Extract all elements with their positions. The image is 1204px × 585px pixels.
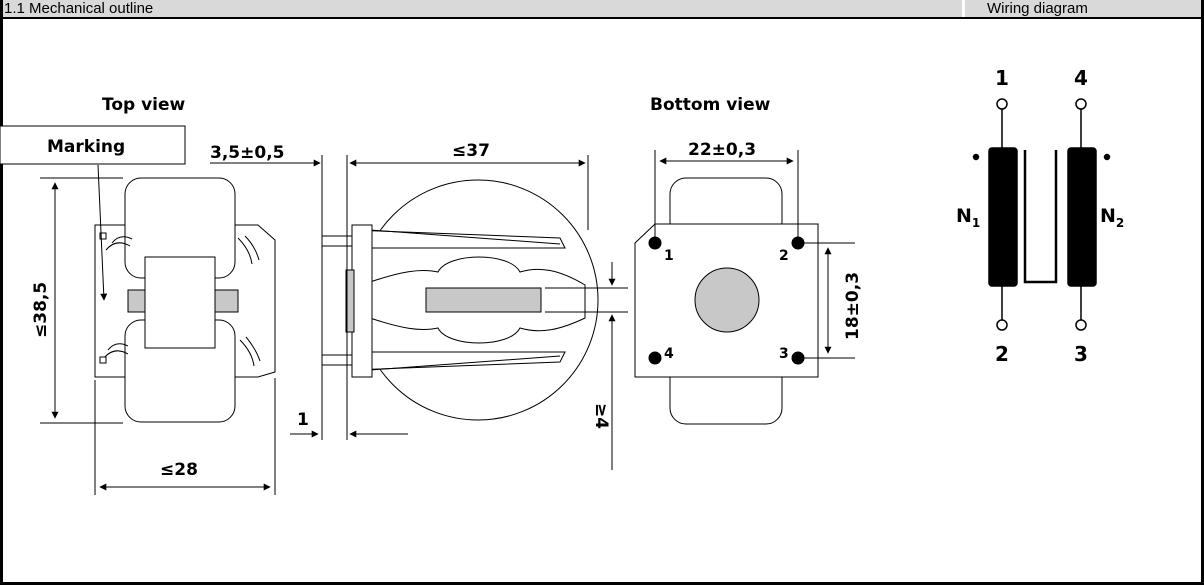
bottom-view-label: Bottom view — [650, 95, 771, 115]
top-view-label: Top view — [102, 95, 186, 115]
wiring-terminal-4 — [1075, 98, 1087, 110]
dim-pin-offset-text: 3,5±0,5 — [210, 143, 284, 163]
dim-max-width — [94, 378, 276, 495]
wiring-pin-2: 2 — [995, 342, 1009, 366]
wiring-title: Wiring diagram — [987, 0, 1088, 17]
wiring-terminal-3 — [1075, 319, 1087, 331]
winding-n1 — [988, 147, 1018, 287]
top-view-wire-tl — [105, 236, 133, 251]
side-view-base-marking — [345, 269, 355, 333]
dim-max-width-text: ≤28 — [160, 460, 198, 480]
side-view-base — [351, 224, 373, 378]
dim-max-height — [40, 177, 123, 424]
marking-arrow — [97, 164, 108, 301]
top-view — [94, 177, 276, 423]
bottom-pin-1: 1 — [664, 248, 674, 264]
dim-pitch-y-text: 18±0,3 — [843, 272, 863, 340]
bottom-pin-2: 2 — [779, 248, 789, 264]
marking-label: Marking — [47, 137, 125, 157]
winding-n2 — [1067, 147, 1097, 287]
side-view — [321, 179, 599, 421]
dim-pitch-x — [654, 150, 799, 238]
wiring-pin-3: 3 — [1074, 342, 1088, 366]
wiring-terminal-2 — [996, 319, 1008, 331]
side-view-center-band — [425, 287, 542, 313]
wiring-terminal-1 — [996, 98, 1008, 110]
wiring-pin-1: 1 — [995, 66, 1009, 90]
top-view-wire-tr — [237, 235, 260, 265]
bottom-pin-4: 4 — [664, 346, 674, 362]
dim-pin-dia-text: 1 — [297, 410, 309, 430]
top-view-wire-br — [239, 336, 261, 367]
bottom-pin-3: 3 — [779, 346, 789, 362]
dim-min-standoff — [545, 262, 628, 470]
section-header: 1.1 Mechanical outline — [3, 0, 963, 17]
header-rule — [0, 17, 1204, 19]
wiring-diagram — [972, 98, 1111, 331]
dim-side-top — [210, 155, 589, 440]
bottom-view-center-hole — [694, 267, 760, 333]
top-view-center-block — [144, 256, 216, 349]
header-separator — [962, 0, 965, 17]
dim-max-length-text: ≤37 — [452, 141, 490, 161]
bottom-view — [634, 177, 855, 425]
dim-min-standoff-text: ≥4 — [591, 403, 611, 429]
wiring-pin-4: 4 — [1074, 66, 1088, 90]
dim-pitch-x-text: 22±0,3 — [688, 140, 756, 160]
wiring-header: Wiring diagram — [965, 0, 1201, 17]
winding-n1-label: N1 — [956, 205, 980, 230]
section-title: 1.1 Mechanical outline — [4, 0, 154, 17]
wiring-core — [1023, 150, 1058, 284]
dim-max-height-text: ≤38,5 — [31, 282, 51, 338]
winding-n2-label: N2 — [1100, 205, 1124, 230]
marking-box — [0, 125, 186, 165]
top-view-wire-bl — [103, 343, 129, 359]
